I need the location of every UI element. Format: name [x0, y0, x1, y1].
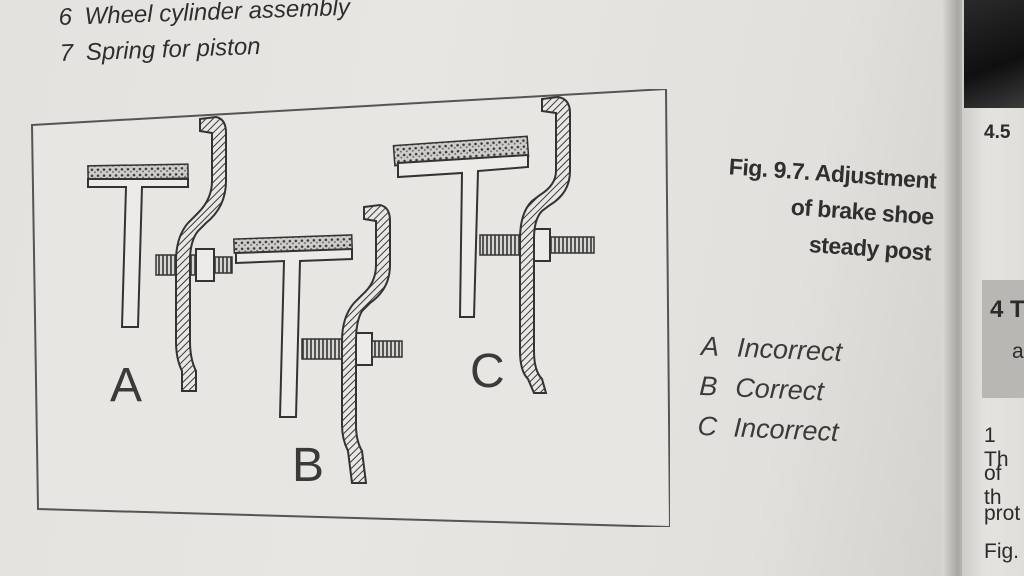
key-item: B Correct — [699, 366, 842, 412]
key-item: A Incorrect — [700, 326, 843, 372]
figure-key: A Incorrect B Correct C Incorrect — [697, 326, 843, 452]
steady-post-nut-a — [195, 248, 215, 282]
right-page-photo — [964, 0, 1024, 108]
backplate-b — [341, 203, 391, 484]
right-heading-number: 4 — [990, 296, 1004, 323]
figure-diagram: A B C — [30, 89, 670, 527]
key-letter: B — [698, 370, 719, 402]
parts-legend: 6 Wheel cylinder assembly 7 Spring for pis… — [58, 0, 352, 72]
key-item: C Incorrect — [697, 406, 840, 452]
key-text: Incorrect — [732, 412, 840, 448]
steady-post-end-a — [213, 256, 233, 274]
assembly-a — [87, 115, 233, 392]
shoe-web-a — [87, 178, 189, 328]
right-body-line: Fig. — [984, 540, 1020, 563]
right-heading-fragment: T — [1010, 296, 1024, 323]
backplate-a — [175, 115, 227, 392]
steady-post-end-c — [549, 236, 595, 254]
right-banner-fragment: a — [1012, 340, 1024, 363]
key-text: Correct — [734, 372, 825, 407]
legend-item-text: Spring for piston — [85, 32, 261, 67]
legend-item-text: Wheel cylinder assembly — [84, 0, 351, 31]
shoe-lining-a — [87, 163, 189, 181]
right-page-banner — [982, 280, 1024, 398]
right-section-number: 4.5 — [984, 122, 1011, 143]
shoe-web-c — [397, 153, 529, 318]
assembly-b — [233, 203, 403, 484]
backplate-c — [519, 95, 571, 394]
key-text: Incorrect — [736, 332, 843, 368]
assembly-c — [392, 95, 595, 394]
brake-diagram-svg: A B C — [30, 89, 670, 527]
label-b: B — [292, 439, 324, 492]
legend-item-number: 7 — [59, 39, 74, 67]
right-body-line: of th — [984, 462, 1002, 509]
label-c: C — [470, 345, 505, 398]
shoe-web-b — [235, 247, 353, 418]
right-body-line: prot — [984, 502, 1021, 525]
steady-post-end-b — [371, 340, 403, 358]
legend-item-number: 6 — [58, 3, 73, 31]
right-body-line: 1 Th — [984, 424, 1009, 471]
label-a: A — [110, 359, 142, 412]
figure-caption: Fig. 9.7. Adjustment of brake shoe stead… — [690, 146, 937, 270]
key-letter: A — [700, 330, 720, 362]
key-letter: C — [696, 410, 718, 442]
